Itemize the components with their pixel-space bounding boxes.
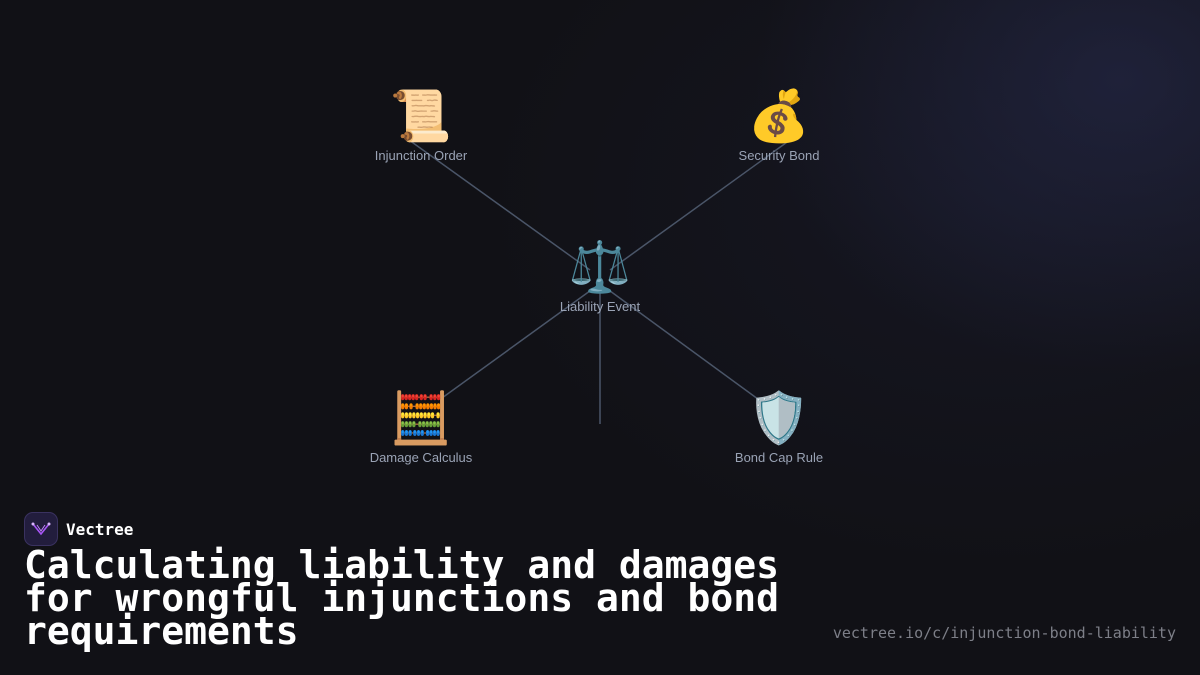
node-security-bond: 💰 Security Bond (699, 86, 859, 163)
page-title: Calculating liability and damages for wr… (24, 543, 779, 653)
scroll-icon: 📜 (389, 87, 453, 145)
node-label: Security Bond (738, 148, 820, 163)
node-label: Damage Calculus (369, 450, 473, 465)
money-bag-icon: 💰 (747, 87, 811, 145)
node-bond-cap-rule: 🛡️ Bond Cap Rule (699, 388, 859, 465)
node-injunction-order: 📜 Injunction Order (341, 86, 501, 163)
node-label: Bond Cap Rule (734, 450, 824, 465)
edge-injunction-liability (408, 139, 591, 271)
edge-liability-damages (441, 287, 595, 399)
node-label: Liability Event (559, 299, 641, 314)
edge-liability-cap (605, 287, 763, 403)
brand[interactable]: Vectree (24, 512, 133, 546)
vectree-logo-icon (24, 512, 58, 546)
brand-name: Vectree (66, 519, 134, 539)
node-liability-event: ⚖️ Liability Event (520, 237, 680, 314)
node-label: Injunction Order (374, 148, 468, 163)
edge-bond-liability (609, 139, 791, 271)
node-damage-calculus: 🧮 Damage Calculus (341, 388, 501, 465)
abacus-icon: 🧮 (389, 389, 453, 447)
page-url[interactable]: vectree.io/c/injunction-bond-liability (832, 624, 1176, 642)
shield-icon: 🛡️ (747, 389, 811, 447)
scales-icon: ⚖️ (568, 238, 632, 296)
